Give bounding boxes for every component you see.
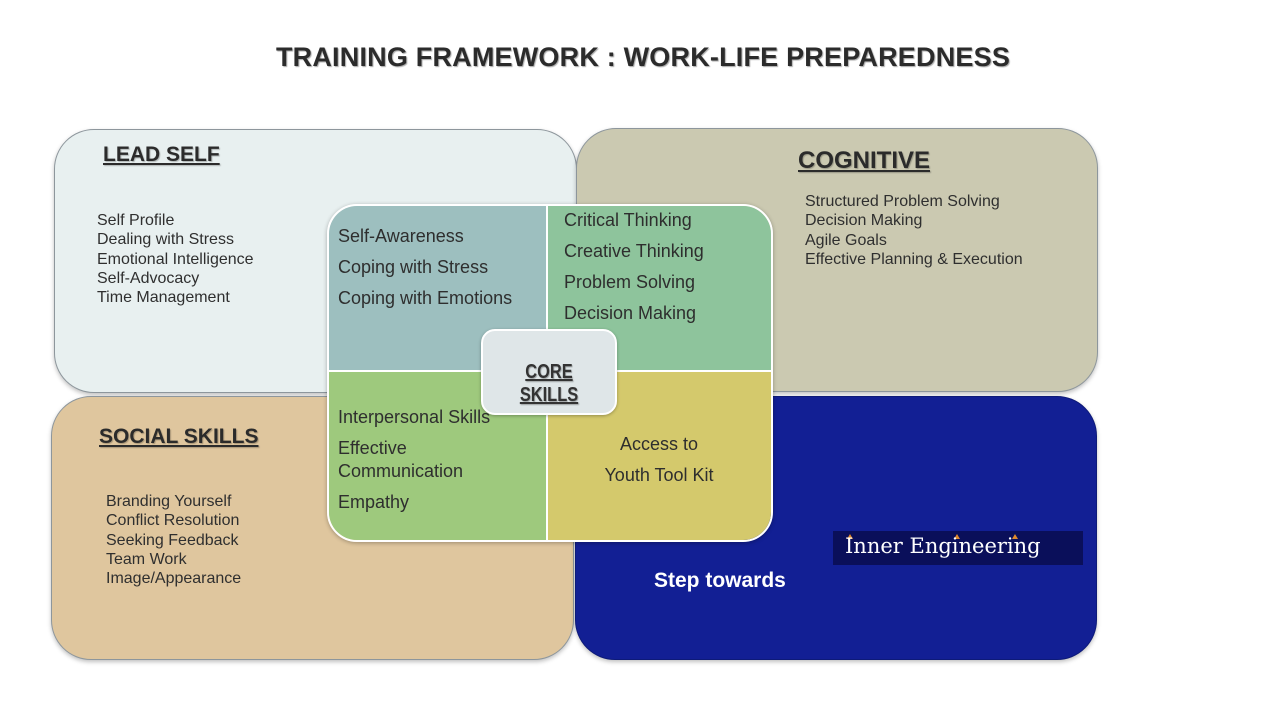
- list-item: Team Work: [106, 550, 187, 568]
- lead-self-heading: LEAD SELF: [103, 143, 220, 166]
- list-item: Interpersonal Skills: [338, 407, 491, 427]
- interpersonal-list: Interpersonal Skills Effective Communica…: [338, 406, 490, 522]
- critical-thinking-list: Critical Thinking Creative Thinking Prob…: [564, 209, 704, 333]
- inner-engineering-logo: Inner Engineering: [833, 531, 1083, 565]
- list-item: Self Profile: [97, 212, 175, 229]
- list-item: Coping with Emotions: [338, 288, 513, 308]
- step-towards-text: Step towards: [654, 569, 786, 592]
- list-item: Empathy: [338, 492, 410, 512]
- lead-self-list: Self Profile Dealing with Stress Emotion…: [97, 211, 254, 307]
- list-item: Decision Making: [564, 303, 697, 323]
- logo-accent-icon: [847, 534, 853, 539]
- list-item: Seeking Feedback: [106, 531, 239, 549]
- list-item: Creative Thinking: [564, 241, 704, 261]
- core-skills-label: CORE SKILLS: [519, 361, 579, 406]
- list-item: Effective Communication: [338, 438, 464, 481]
- list-item: Effective Planning & Execution: [805, 250, 1023, 268]
- list-item: Branding Yourself: [106, 493, 232, 510]
- slide-title: TRAINING FRAMEWORK : WORK-LIFE PREPAREDN…: [275, 42, 1011, 72]
- list-item: Time Management: [97, 289, 230, 307]
- list-item: Conflict Resolution: [106, 512, 240, 530]
- cognitive-heading: COGNITIVE: [798, 147, 931, 174]
- list-item: Problem Solving: [564, 272, 696, 292]
- list-item: Self-Advocacy: [97, 269, 200, 287]
- list-item: Image/Appearance: [106, 570, 242, 588]
- list-item: Decision Making: [805, 212, 923, 230]
- list-item: Youth Tool Kit: [604, 465, 714, 485]
- social-skills-heading: SOCIAL SKILLS: [99, 425, 259, 448]
- logo-text: Inner Engineering: [845, 534, 1041, 558]
- list-item: Access to: [619, 434, 699, 454]
- logo-accent-icon: [954, 534, 960, 539]
- social-skills-list: Branding Yourself Conflict Resolution Se…: [106, 492, 241, 588]
- list-item: Structured Problem Solving: [805, 193, 1000, 210]
- list-item: Critical Thinking: [564, 210, 692, 230]
- cognitive-list: Structured Problem Solving Decision Maki…: [805, 192, 1023, 269]
- list-item: Coping with Stress: [338, 257, 489, 277]
- list-item: Agile Goals: [805, 231, 887, 249]
- logo-accent-icon: [1012, 534, 1018, 539]
- core-skills-badge: CORE SKILLS: [481, 329, 617, 415]
- youth-toolkit-list: Access to Youth Tool Kit: [549, 433, 769, 495]
- self-awareness-list: Self-Awareness Coping with Stress Coping…: [338, 225, 512, 318]
- list-item: Self-Awareness: [338, 226, 464, 246]
- self-awareness-cell: [329, 206, 548, 372]
- list-item: Emotional Intelligence: [97, 250, 254, 268]
- list-item: Dealing with Stress: [97, 231, 234, 249]
